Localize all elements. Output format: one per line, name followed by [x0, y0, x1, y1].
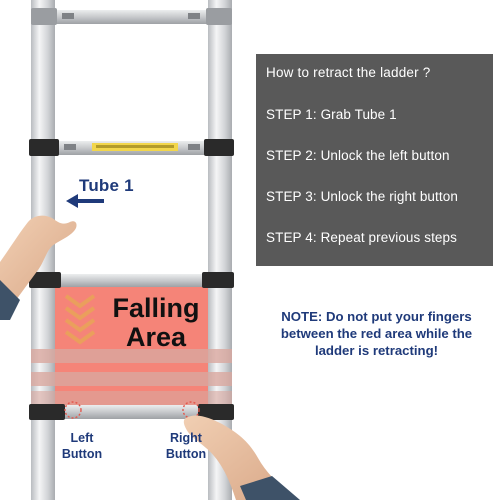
left-button-label: Left Button: [56, 430, 108, 462]
step-1: STEP 1: Grab Tube 1: [266, 107, 397, 122]
step-3: STEP 3: Unlock the right button: [266, 189, 458, 204]
steps-title: How to retract the ladder ?: [266, 65, 431, 80]
falling-area-line-2: Area: [125, 322, 187, 352]
left-button-line-2: Button: [61, 447, 103, 461]
falling-area-label: Falling Area: [94, 294, 218, 352]
right-hand: [183, 415, 300, 500]
left-button-marker: [64, 401, 82, 419]
note-line-3: ladder is retracting!: [314, 343, 439, 358]
left-button-line-1: Left: [70, 431, 94, 445]
safety-note: NOTE: Do not put your fingers between th…: [258, 308, 495, 359]
falling-area-line-1: Falling: [112, 293, 200, 323]
tube-1-label: Tube 1: [79, 176, 134, 195]
step-2: STEP 2: Unlock the left button: [266, 148, 450, 163]
rung-1: [31, 8, 232, 25]
note-line-1: NOTE: Do not put your fingers: [281, 309, 472, 324]
right-button-line-1: Right: [170, 431, 202, 445]
left-hand: [0, 215, 77, 320]
right-button-label: Right Button: [160, 430, 212, 462]
chevron-down-icon: [64, 294, 96, 345]
note-line-2: between the red area while the: [280, 326, 473, 341]
rung-2: [29, 139, 234, 156]
rung-4: [29, 401, 234, 420]
arrow-left-icon: [66, 194, 104, 208]
step-4: STEP 4: Repeat previous steps: [266, 230, 458, 245]
rung-3: [29, 272, 234, 288]
steps-panel: How to retract the ladder ? STEP 1: Grab…: [256, 54, 493, 266]
right-button-line-2: Button: [165, 447, 207, 461]
